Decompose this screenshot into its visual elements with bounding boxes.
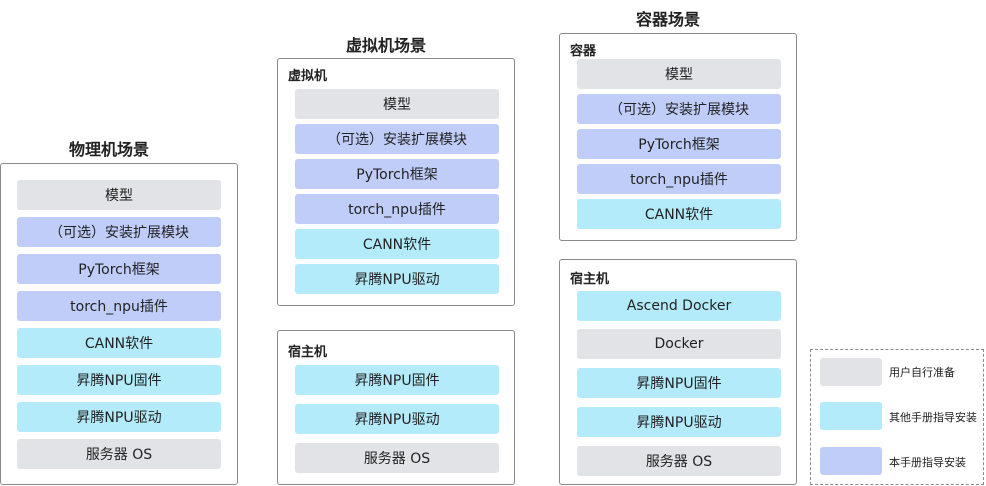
container-scene-title: 容器场景: [636, 10, 701, 29]
container-host-layer-npu-driver: 昇腾NPU驱动: [577, 407, 781, 437]
vm-host-label: 宿主机: [288, 345, 328, 360]
legend-swatch-this-manual: [820, 447, 882, 475]
container-host-label: 宿主机: [570, 272, 610, 287]
vm-layer-model: 模型: [295, 89, 499, 119]
vm-layer-cann: CANN软件: [295, 229, 499, 259]
container-layer-extension: （可选）安装扩展模块: [577, 94, 781, 124]
vm-host-layer-npu-driver: 昇腾NPU驱动: [295, 404, 499, 434]
physical-machine-frame: 模型 （可选）安装扩展模块 PyTorch框架 torch_npu插件 CANN…: [0, 163, 238, 485]
vm-guest-frame: 虚拟机 模型 （可选）安装扩展模块 PyTorch框架 torch_npu插件 …: [277, 58, 515, 306]
container-host-layer-npu-firmware: 昇腾NPU固件: [577, 368, 781, 398]
physical-layer-server-os: 服务器 OS: [17, 439, 221, 469]
legend-label-user-prepared: 用户自行准备: [889, 366, 955, 379]
container-host-layer-docker: Docker: [577, 329, 781, 359]
vm-host-frame: 宿主机 昇腾NPU固件 昇腾NPU驱动 服务器 OS: [277, 330, 515, 485]
physical-layer-extension: （可选）安装扩展模块: [17, 217, 221, 247]
vm-scene-title: 虚拟机场景: [346, 36, 427, 55]
vm-layer-extension: （可选）安装扩展模块: [295, 124, 499, 154]
container-host-layer-server-os: 服务器 OS: [577, 446, 781, 476]
physical-layer-cann: CANN软件: [17, 328, 221, 358]
vm-layer-npu-driver: 昇腾NPU驱动: [295, 264, 499, 294]
container-layer-model: 模型: [577, 59, 781, 89]
container-layer-pytorch: PyTorch框架: [577, 129, 781, 159]
vm-guest-label: 虚拟机: [288, 69, 328, 84]
physical-layer-npu-driver: 昇腾NPU驱动: [17, 402, 221, 432]
physical-layer-npu-firmware: 昇腾NPU固件: [17, 365, 221, 395]
physical-layer-pytorch: PyTorch框架: [17, 254, 221, 284]
container-guest-frame: 容器 模型 （可选）安装扩展模块 PyTorch框架 torch_npu插件 C…: [559, 33, 797, 241]
vm-host-layer-server-os: 服务器 OS: [295, 443, 499, 473]
container-guest-label: 容器: [570, 44, 597, 59]
legend-label-other-manual: 其他手册指导安装: [889, 411, 977, 424]
container-host-frame: 宿主机 Ascend Docker Docker 昇腾NPU固件 昇腾NPU驱动…: [559, 259, 797, 485]
container-layer-torch-npu: torch_npu插件: [577, 164, 781, 194]
container-layer-cann: CANN软件: [577, 199, 781, 229]
vm-layer-torch-npu: torch_npu插件: [295, 194, 499, 224]
legend-swatch-user-prepared: [820, 358, 882, 386]
legend-swatch-other-manual: [820, 402, 882, 430]
container-host-layer-ascend-docker: Ascend Docker: [577, 291, 781, 321]
physical-scene-title: 物理机场景: [69, 140, 150, 159]
legend: 用户自行准备 其他手册指导安装 本手册指导安装: [810, 349, 984, 485]
legend-label-this-manual: 本手册指导安装: [889, 456, 966, 469]
vm-host-layer-npu-firmware: 昇腾NPU固件: [295, 365, 499, 395]
physical-layer-torch-npu: torch_npu插件: [17, 291, 221, 321]
vm-layer-pytorch: PyTorch框架: [295, 159, 499, 189]
physical-layer-model: 模型: [17, 180, 221, 210]
